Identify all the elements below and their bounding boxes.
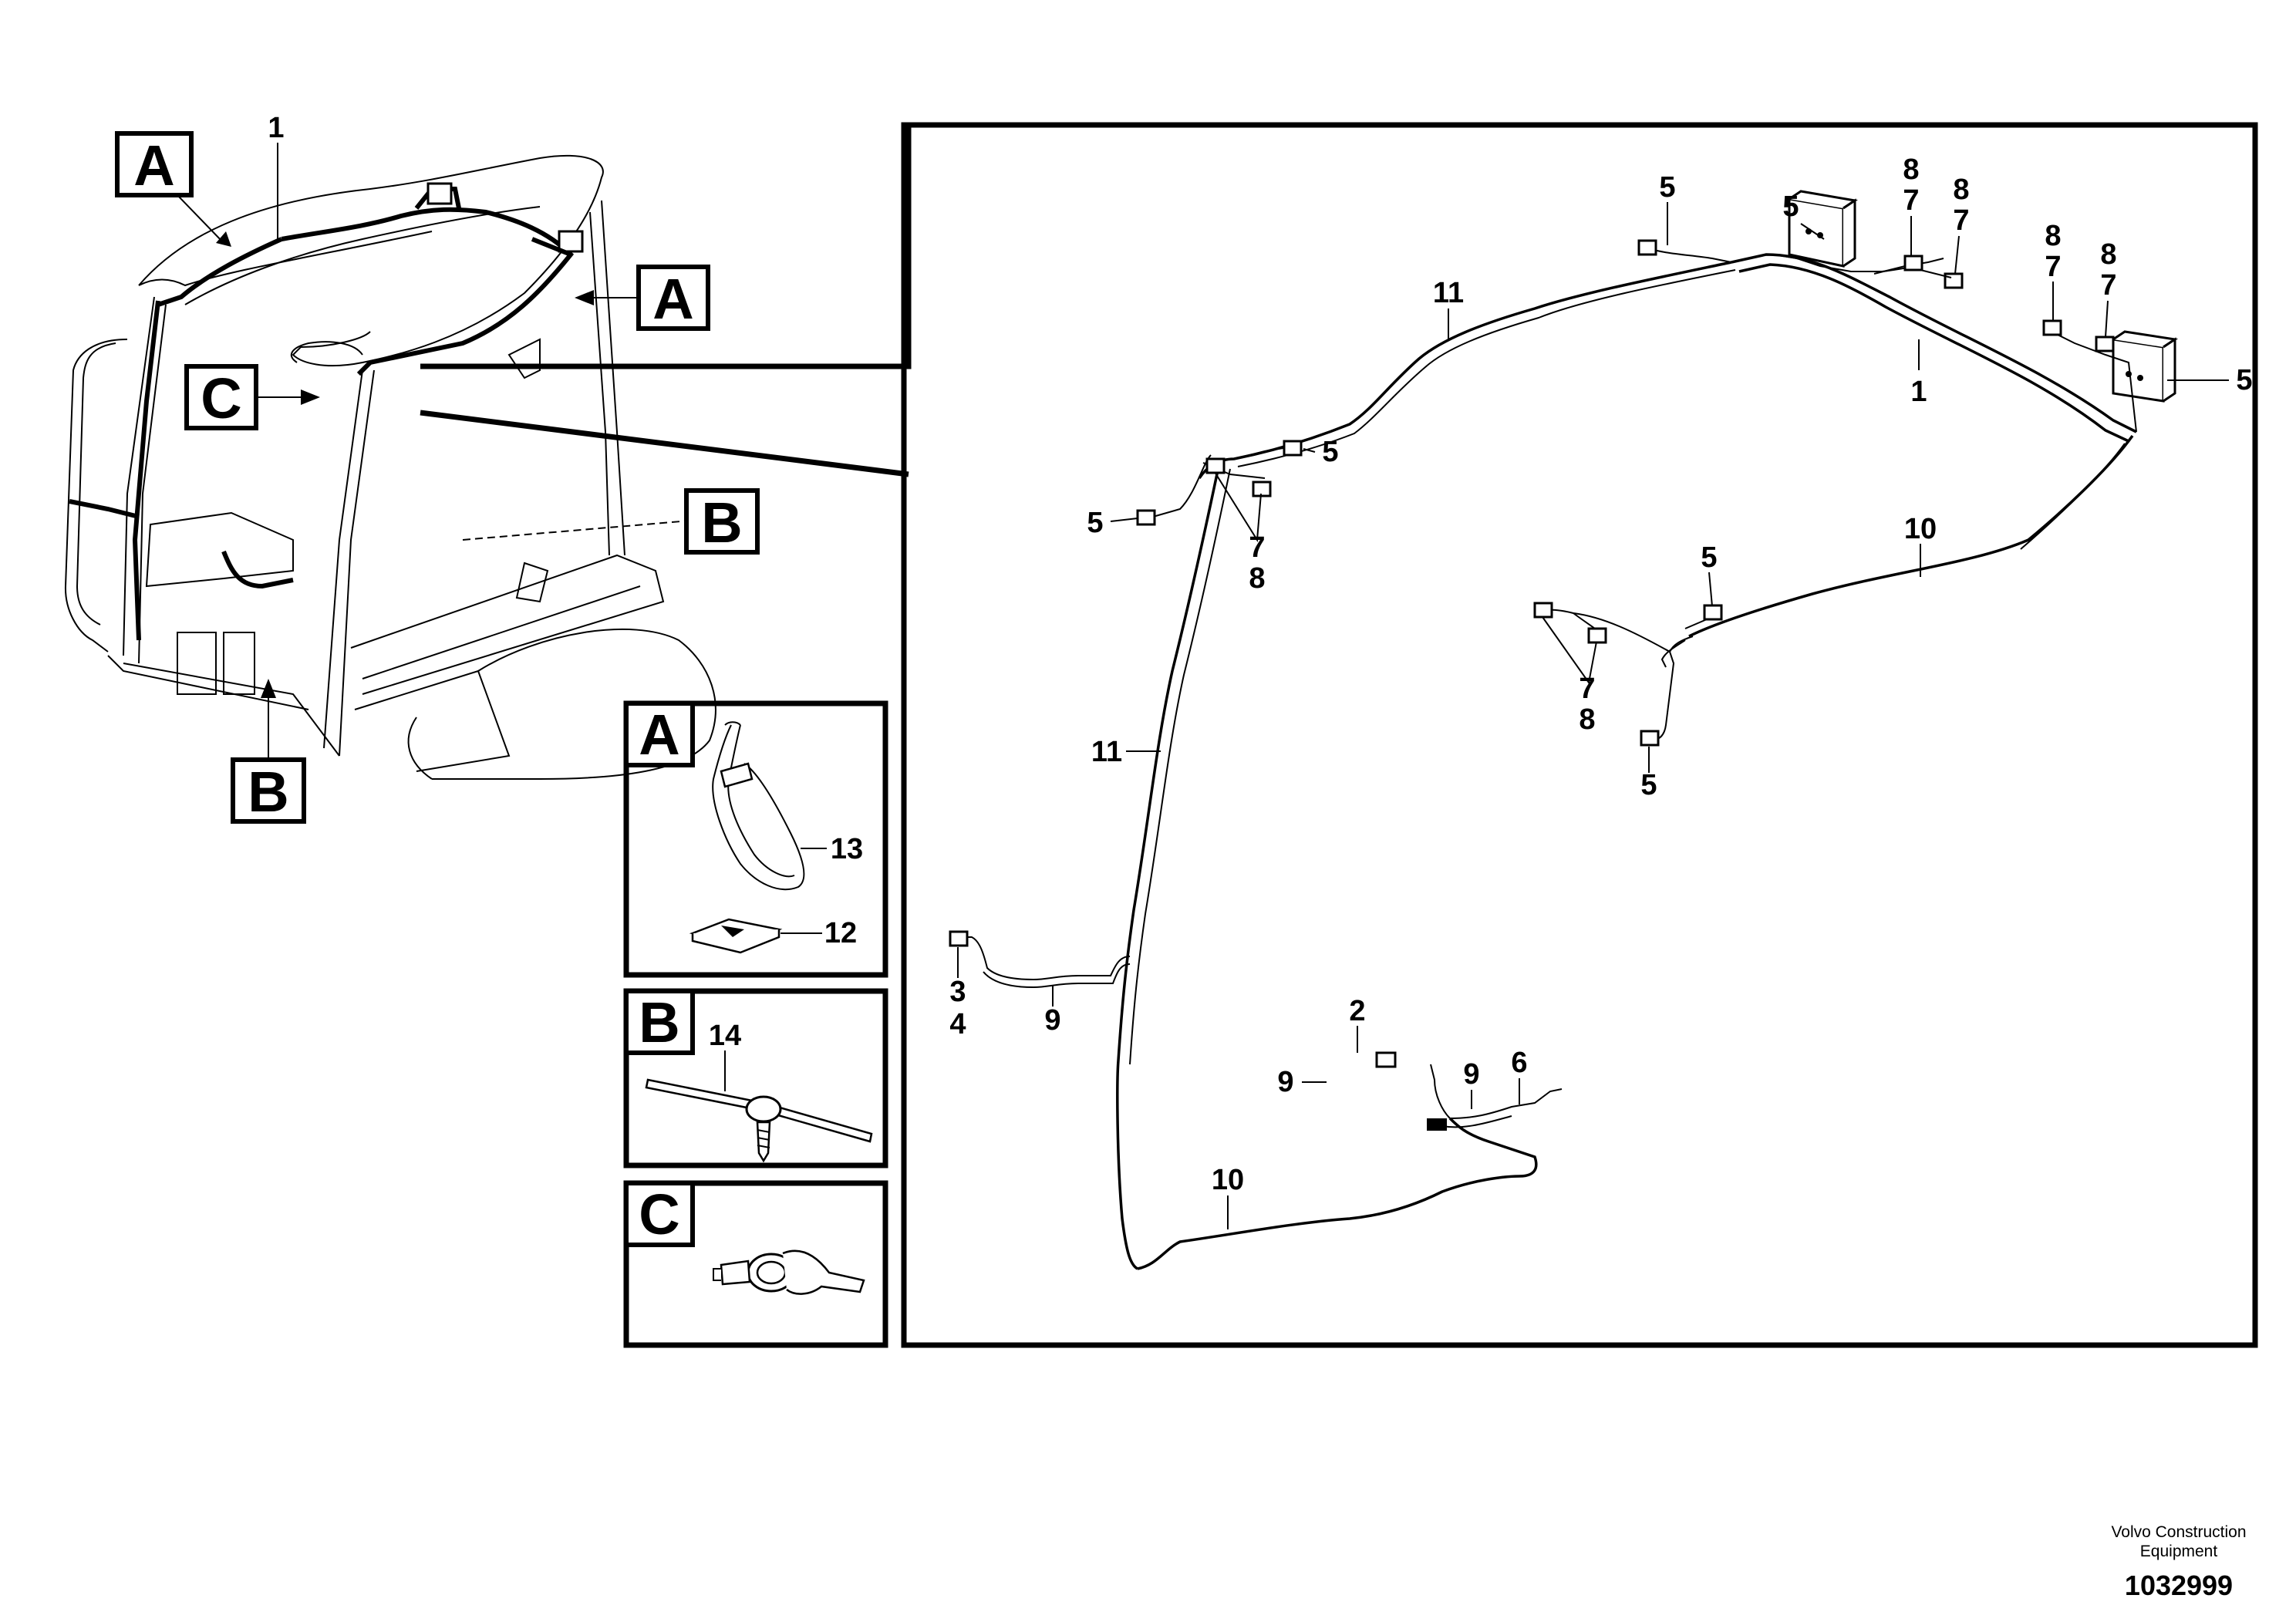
svg-text:A: A	[639, 703, 679, 767]
inset-C: C	[623, 1180, 888, 1348]
detail-callouts: 5 5 8 7 8 7 8 7 8 7 5 11 1 5 5 7 8 10 5 …	[949, 153, 2253, 1229]
callout-7: 7	[1249, 531, 1265, 564]
callout-7: 7	[1579, 673, 1595, 705]
view-label-B-right: B	[684, 488, 760, 555]
view-label-C: C	[184, 364, 320, 430]
callout-7: 7	[1953, 204, 1969, 237]
cab-illustration	[64, 154, 716, 780]
maker-line-1: Volvo Construction	[2111, 1523, 2246, 1541]
callout-5: 5	[2236, 364, 2252, 396]
view-label-A-top: A	[115, 131, 231, 247]
callout-10: 10	[1904, 513, 1937, 545]
callout-1-cab: 1	[268, 112, 284, 144]
callout-8: 8	[1953, 174, 1969, 206]
callout-7: 7	[1903, 184, 1919, 217]
callout-8: 8	[1249, 562, 1265, 595]
callout-3: 3	[949, 976, 966, 1008]
callout-9: 9	[1463, 1058, 1479, 1091]
svg-text:A: A	[133, 133, 174, 197]
callout-2: 2	[1349, 995, 1365, 1027]
callout-8: 8	[2100, 238, 2116, 271]
maker-line-2: Equipment	[2140, 1543, 2218, 1560]
lamp-box-right	[2112, 330, 2179, 403]
inset-B: B 14	[623, 988, 888, 1168]
callout-9: 9	[1277, 1066, 1293, 1098]
svg-text:B: B	[248, 760, 288, 824]
callout-5: 5	[1659, 171, 1675, 204]
callout-8: 8	[2045, 220, 2061, 252]
view-label-A-right: A	[575, 265, 710, 331]
svg-text:B: B	[639, 990, 679, 1054]
callout-11: 11	[1433, 277, 1464, 309]
callout-1: 1	[1910, 376, 1927, 408]
callout-11: 11	[1091, 736, 1122, 768]
lamp-box-left	[1788, 190, 1858, 268]
detail-frame	[901, 122, 2258, 1348]
svg-text:C: C	[201, 366, 241, 430]
callout-6: 6	[1511, 1047, 1527, 1079]
inset-A: A 13 12	[623, 700, 888, 978]
view-label-B-bottom: B	[231, 679, 306, 824]
callout-5: 5	[1087, 507, 1103, 539]
callout-12: 12	[824, 917, 857, 949]
projection-line-bottom	[420, 410, 909, 477]
callout-7: 7	[2100, 269, 2116, 302]
harness-detail	[949, 190, 2179, 1270]
svg-text:C: C	[639, 1182, 679, 1246]
callout-5: 5	[1640, 769, 1657, 801]
callout-14: 14	[709, 1020, 741, 1052]
callout-5: 5	[1701, 541, 1717, 574]
svg-text:B: B	[701, 491, 742, 555]
callout-4: 4	[949, 1008, 966, 1040]
callout-10: 10	[1212, 1164, 1244, 1196]
callout-5: 5	[1322, 436, 1338, 468]
drawing-number: 1032999	[2125, 1570, 2233, 1601]
callout-9: 9	[1044, 1004, 1060, 1037]
callout-7: 7	[2045, 251, 2061, 283]
svg-text:A: A	[652, 267, 693, 331]
callout-8: 8	[1579, 703, 1595, 736]
projection-line-top	[420, 123, 912, 369]
callout-13: 13	[831, 833, 863, 865]
callout-8: 8	[1903, 153, 1919, 186]
callout-5: 5	[1782, 191, 1799, 223]
